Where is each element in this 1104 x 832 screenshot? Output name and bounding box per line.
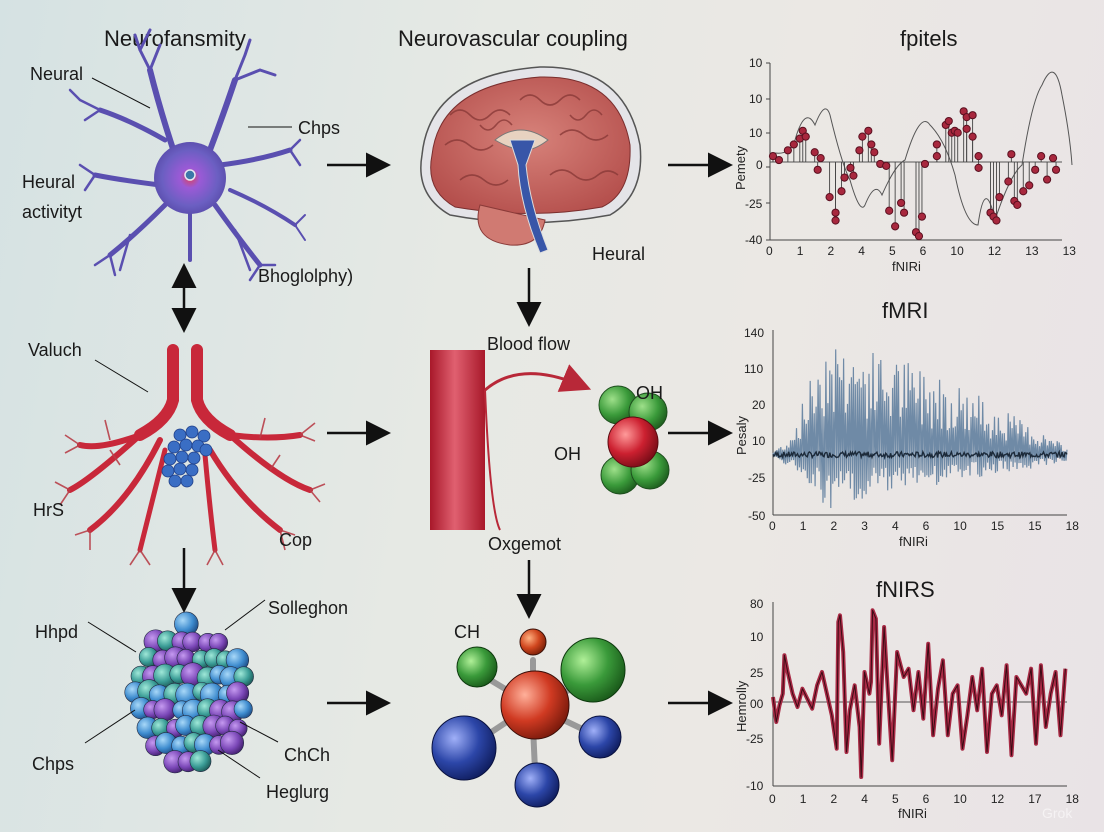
chart2-ytick: 20 [752, 398, 766, 412]
neuron-label-neural: Neural [30, 64, 84, 84]
chart1-xticks: 0 1 2 4 5 6 10 12 13 13 [766, 244, 1076, 258]
molecule-label-ch: CH [454, 622, 480, 642]
chart3-ylabel: Hemrolly [734, 680, 749, 732]
grok-watermark: Grok [1042, 805, 1073, 821]
protein-label-chps: Chps [32, 754, 75, 774]
chart-fmri-title: fMRI [882, 298, 929, 323]
protein-label-chch: ChCh [284, 745, 331, 765]
chart3-ytick: -25 [746, 732, 764, 746]
vessel-illustration [54, 344, 326, 566]
chart1-ytick: 0 [756, 158, 763, 172]
vessel-label-valuch: Valuch [28, 340, 82, 360]
chart3-ytick: 80 [750, 597, 764, 611]
chart3-ytick: 25 [750, 666, 764, 680]
chart-fmri-plot [772, 330, 1068, 516]
protein-label-hhpd: Hhpd [35, 622, 79, 642]
brain-illustration [420, 66, 642, 254]
neurovascular-coupling-title: Neurovascular coupling [398, 26, 628, 51]
chart2-xticks: 0 1 2 3 4 6 10 15 15 18 [769, 519, 1079, 533]
chart-fpitels-title: fpitels [900, 26, 958, 51]
blood-label-oh-top: OH [636, 383, 663, 403]
protein-label-heglurg: Heglurg [266, 782, 330, 802]
chart1-ytick: -25 [745, 197, 763, 211]
neuron-label-bhoglolphy: Bhoglolphy) [258, 266, 354, 286]
blood-label-oxgemot: Oxgemot [488, 534, 562, 554]
neuron-label-heural: Heural [22, 172, 76, 192]
chart-fnirs-title: fNIRS [876, 577, 935, 602]
cell-cluster [161, 425, 213, 488]
chart-fnirs-plot [771, 602, 1068, 787]
chart1-ytick: 10 [749, 92, 763, 106]
chart1-xlabel: fNIRi [892, 259, 921, 274]
chart3-xlabel: fNIRi [898, 806, 927, 821]
neuron-illustration [68, 28, 306, 282]
chart-fpitels-plot [766, 62, 1073, 241]
brain-label-heural: Heural [592, 244, 646, 264]
chart2-ytick: 110 [744, 362, 764, 376]
protein-label-solleghon: Solleghon [268, 598, 349, 618]
chart2-ytick: -50 [748, 509, 766, 523]
chart2-ylabel: Pesaly [734, 415, 749, 455]
neuron-nucleus [184, 169, 196, 181]
blood-label-oh-left: OH [554, 444, 581, 464]
chart2-xlabel: fNIRi [899, 534, 928, 549]
chart3-ytick: 10 [750, 630, 764, 644]
chart1-ylabel: Pemety [733, 145, 748, 190]
chart1-ytick: 10 [749, 56, 763, 70]
chart2-ytick: 140 [744, 326, 765, 340]
vessel-label-cop: Cop [279, 530, 313, 550]
chart1-ytick: -40 [745, 233, 763, 247]
chart3-ytick: -10 [746, 779, 764, 793]
neurotransmission-title: Neurofansmity [104, 26, 246, 51]
chart1-ytick: 10 [749, 126, 763, 140]
chart2-ytick: 10 [752, 434, 766, 448]
chart2-ytick: -25 [748, 471, 766, 485]
protein-cluster-illustration [84, 599, 279, 779]
molecule-illustration [431, 628, 626, 808]
blood-flow-illustration [430, 350, 670, 531]
blood-label-blood-flow: Blood flow [487, 334, 571, 354]
chart3-xticks: 0 1 2 4 5 6 10 12 17 18 [769, 792, 1079, 806]
chart3-ytick: 00 [750, 697, 764, 711]
vessel-label-hrs: HrS [33, 500, 64, 520]
neuron-label-activity: activityt [22, 202, 83, 222]
neuron-label-chps: Chps [298, 118, 341, 138]
